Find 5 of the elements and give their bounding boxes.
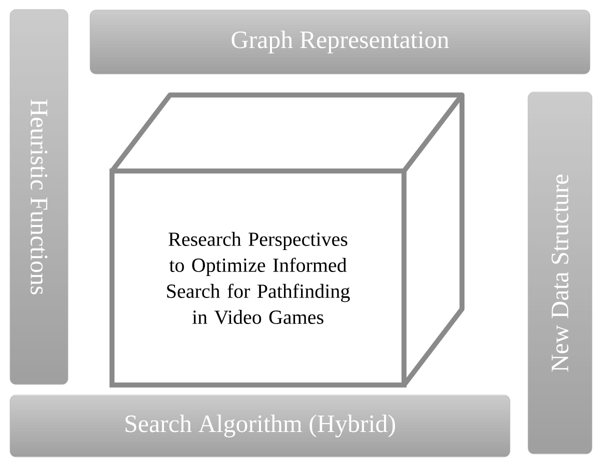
label-bar: New Data Structure [528,92,592,454]
cube-box: Research Perspectives to Optimize Informed Search for Pathfinding in Video Games [110,92,464,388]
label-bar: Graph Representation [90,10,590,74]
label-bar: Search Algorithm (Hybrid) [10,394,510,458]
label-bar: Heuristic Functions [10,9,68,385]
